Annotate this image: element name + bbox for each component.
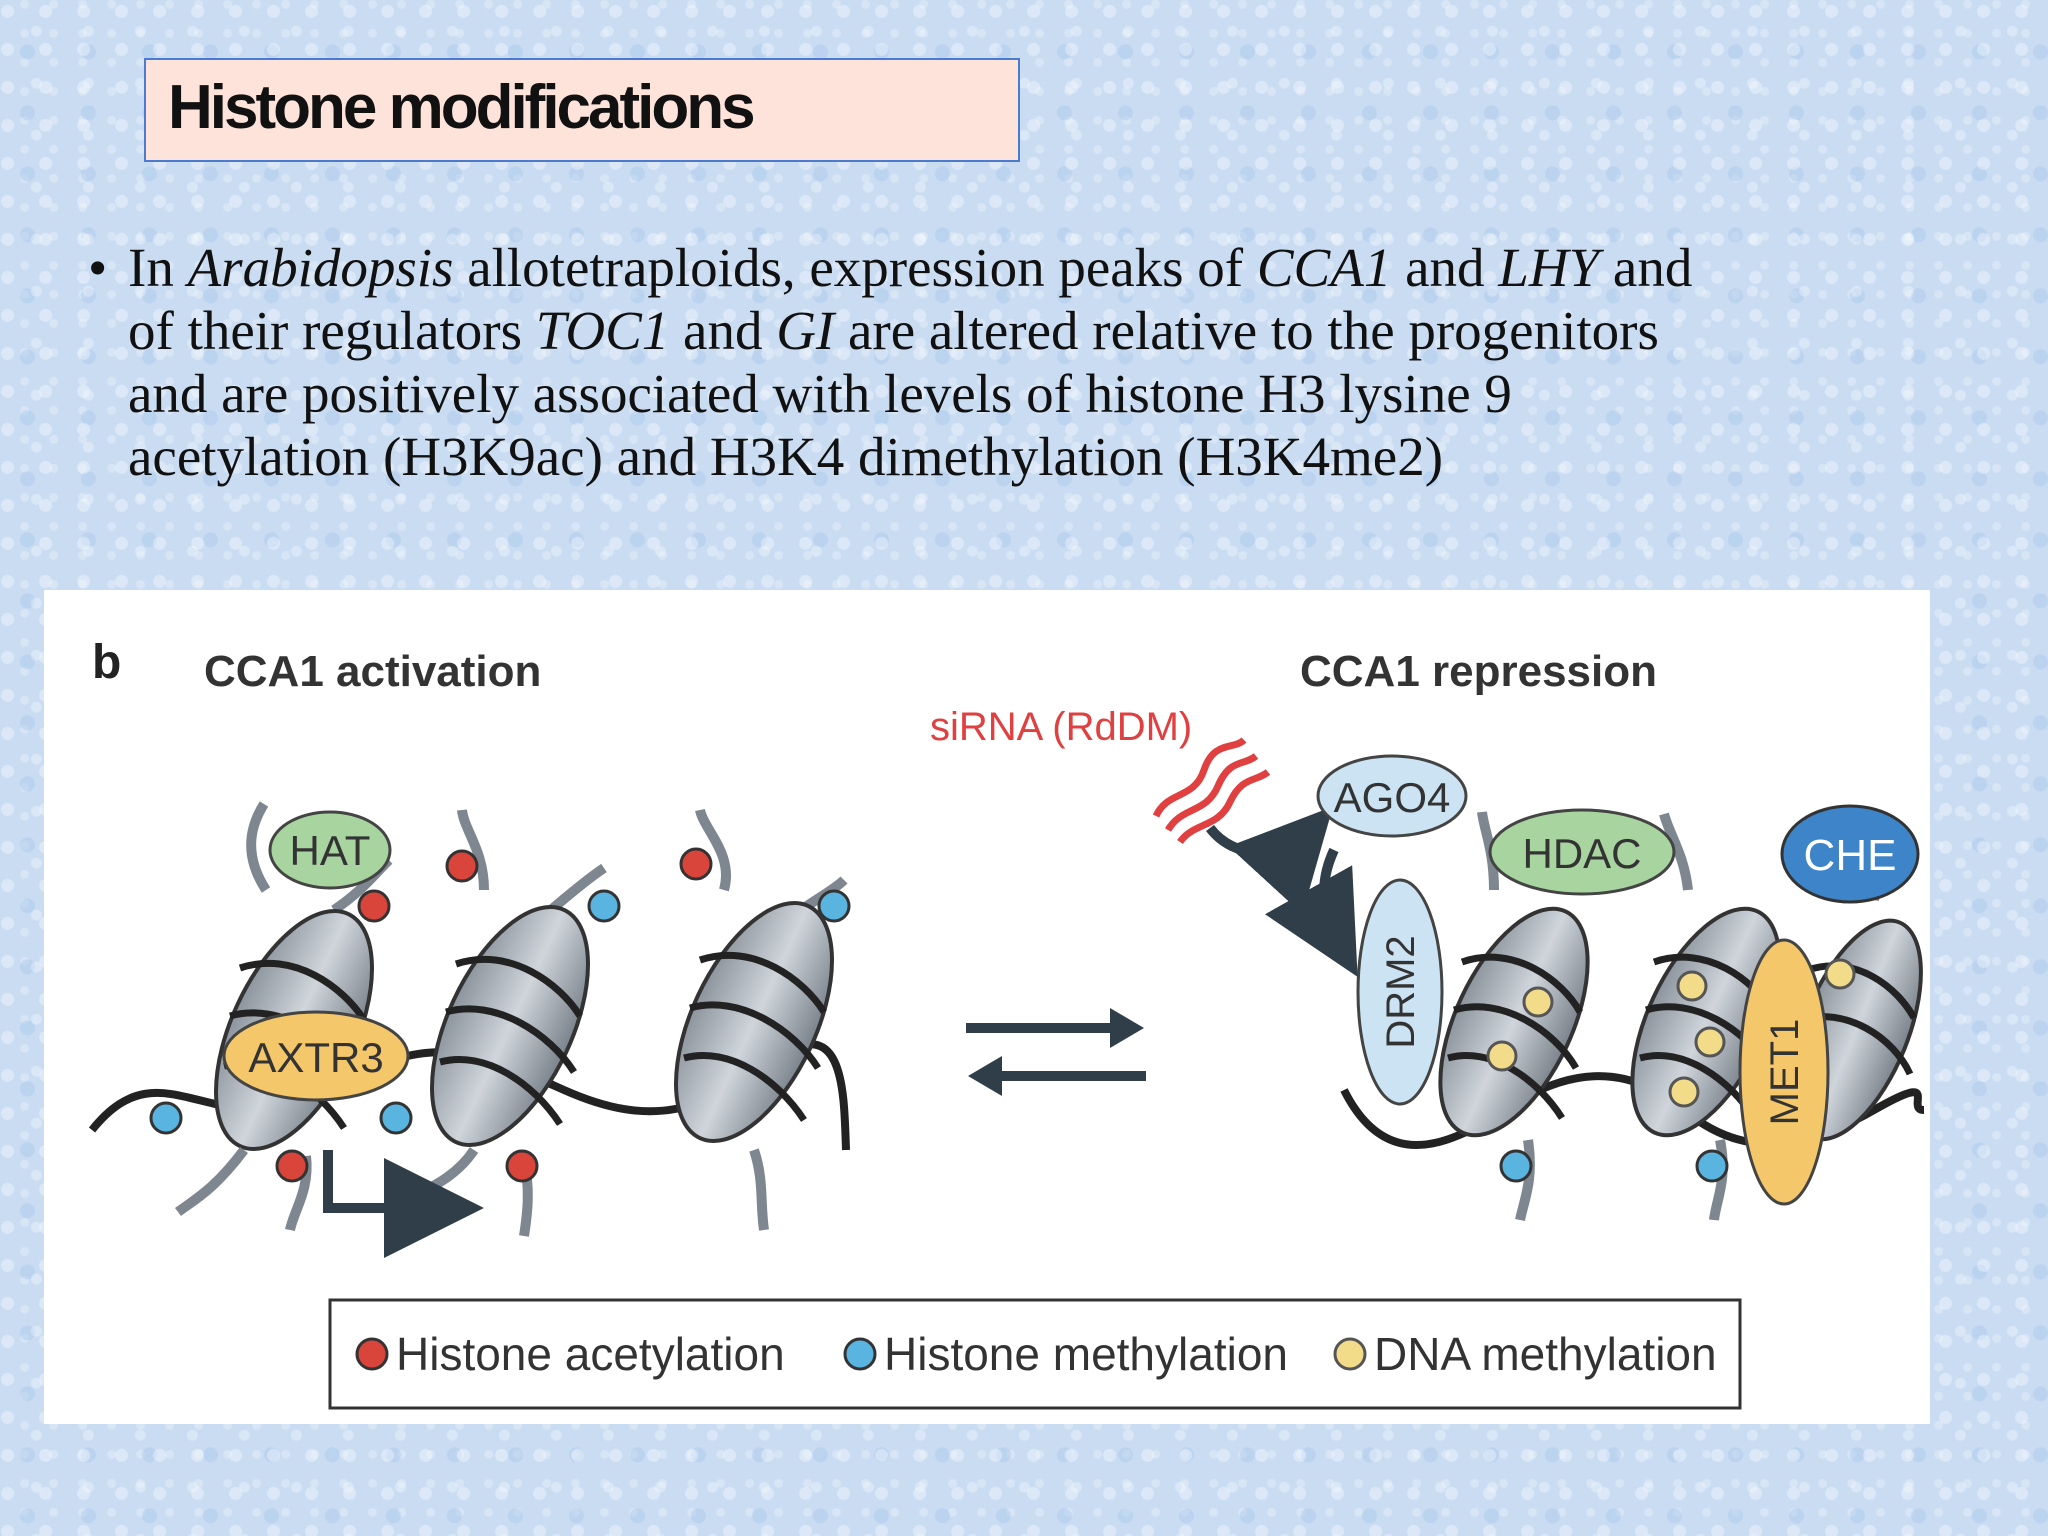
histone-methylation-dot	[1499, 1149, 1533, 1183]
hat-label: HAT	[290, 827, 371, 874]
legend-histone-methylation-swatch	[843, 1337, 877, 1371]
bullet-text: In Arabidopsis allotetraploids, expressi…	[128, 236, 1692, 488]
sirna-label: siRNA (RdDM)	[930, 705, 1192, 749]
text-segment: acetylation (H3K9ac) and H3K4 dimethylat…	[128, 426, 1444, 487]
text-segment: and	[669, 300, 777, 361]
bullet-line: acetylation (H3K9ac) and H3K4 dimethylat…	[128, 425, 1692, 488]
transcription-arrow	[323, 1150, 484, 1258]
met1-label: MET1	[1763, 1019, 1807, 1126]
histone-methylation-dot	[817, 889, 851, 923]
dna-methylation-dot	[1486, 1040, 1518, 1072]
text-segment: and	[1599, 237, 1693, 298]
dna-methylation-dot	[1522, 986, 1554, 1018]
figure-panel: b CCA1 activation CCA1 repression siRNA …	[44, 590, 1930, 1424]
histone-methylation-dot	[587, 889, 621, 923]
ago4-protein	[1316, 754, 1468, 838]
che-label: CHE	[1804, 831, 1897, 880]
legend-dna-methylation-swatch	[1333, 1337, 1367, 1371]
legend-acetylation-label: Histone acetylation	[396, 1328, 785, 1380]
che-protein	[1780, 804, 1920, 904]
title-box: Histone modifications	[144, 58, 1020, 162]
drm2-label: DRM2	[1379, 935, 1423, 1048]
hdac-label: HDAC	[1522, 830, 1641, 877]
italic-term: GI	[776, 300, 835, 361]
nucleosome-left-2	[401, 809, 607, 1237]
right-title: CCA1 repression	[1300, 647, 1657, 696]
legend-histone-methylation-label: Histone methylation	[884, 1328, 1288, 1380]
drm2-protein	[1356, 878, 1444, 1106]
axtr3-protein	[222, 1010, 410, 1102]
bullet-line: of their regulators TOC1 and GI are alte…	[128, 299, 1692, 362]
acetylation-dot	[275, 1149, 309, 1183]
italic-term: Arabidopsis	[187, 237, 454, 298]
bullet-dot: •	[88, 237, 108, 298]
slide-title: Histone modifications	[168, 73, 756, 142]
nucleosome-left-3	[674, 808, 848, 1231]
bullet-line: In Arabidopsis allotetraploids, expressi…	[128, 236, 1692, 299]
text-segment: and are positively associated with level…	[128, 363, 1512, 424]
dna-methylation-dot	[1676, 970, 1708, 1002]
text-segment: allotetraploids, expression peaks of	[453, 237, 1257, 298]
panel-letter: b	[92, 636, 121, 689]
bullet-line: and are positively associated with level…	[128, 362, 1692, 425]
histone-methylation-dot	[1695, 1149, 1729, 1183]
acetylation-dot	[357, 889, 391, 923]
axtr3-label: AXTR3	[248, 1034, 383, 1081]
text-segment: and	[1391, 237, 1499, 298]
legend-dna-methylation-label: DNA methylation	[1374, 1328, 1717, 1380]
histone-methylation-dot	[149, 1101, 183, 1135]
sirna-to-ago4-arrow	[1206, 806, 1334, 915]
histone-diagram: b CCA1 activation CCA1 repression siRNA …	[88, 636, 1925, 1410]
text-segment: of their regulators	[128, 300, 536, 361]
left-title: CCA1 activation	[204, 647, 541, 696]
italic-term: LHY	[1498, 237, 1600, 298]
ago4-to-drm2-arrow	[1265, 847, 1358, 977]
nucleosome-right-1	[1438, 811, 1590, 1222]
legend-acetylation-swatch	[355, 1337, 389, 1371]
hat-protein	[268, 810, 392, 890]
legend-box	[328, 1298, 1742, 1410]
text-segment: In	[128, 237, 188, 298]
acetylation-dot	[445, 849, 479, 883]
text-segment: are altered relative to the progenitors	[834, 300, 1659, 361]
italic-term: TOC1	[535, 300, 670, 361]
met1-protein	[1738, 938, 1830, 1206]
ago4-label: AGO4	[1334, 774, 1451, 821]
dna-methylation-dot	[1694, 1026, 1726, 1058]
acetylation-dot	[679, 847, 713, 881]
dna-methylation-dot	[1668, 1076, 1700, 1108]
acetylation-dot	[505, 1149, 539, 1183]
sirna-squiggle	[1152, 737, 1271, 845]
dna-methylation-dot	[1824, 958, 1856, 990]
italic-term: CCA1	[1256, 237, 1392, 298]
equilibrium-arrows	[966, 1008, 1146, 1096]
histone-methylation-dot	[379, 1101, 413, 1135]
hdac-protein	[1488, 808, 1676, 896]
